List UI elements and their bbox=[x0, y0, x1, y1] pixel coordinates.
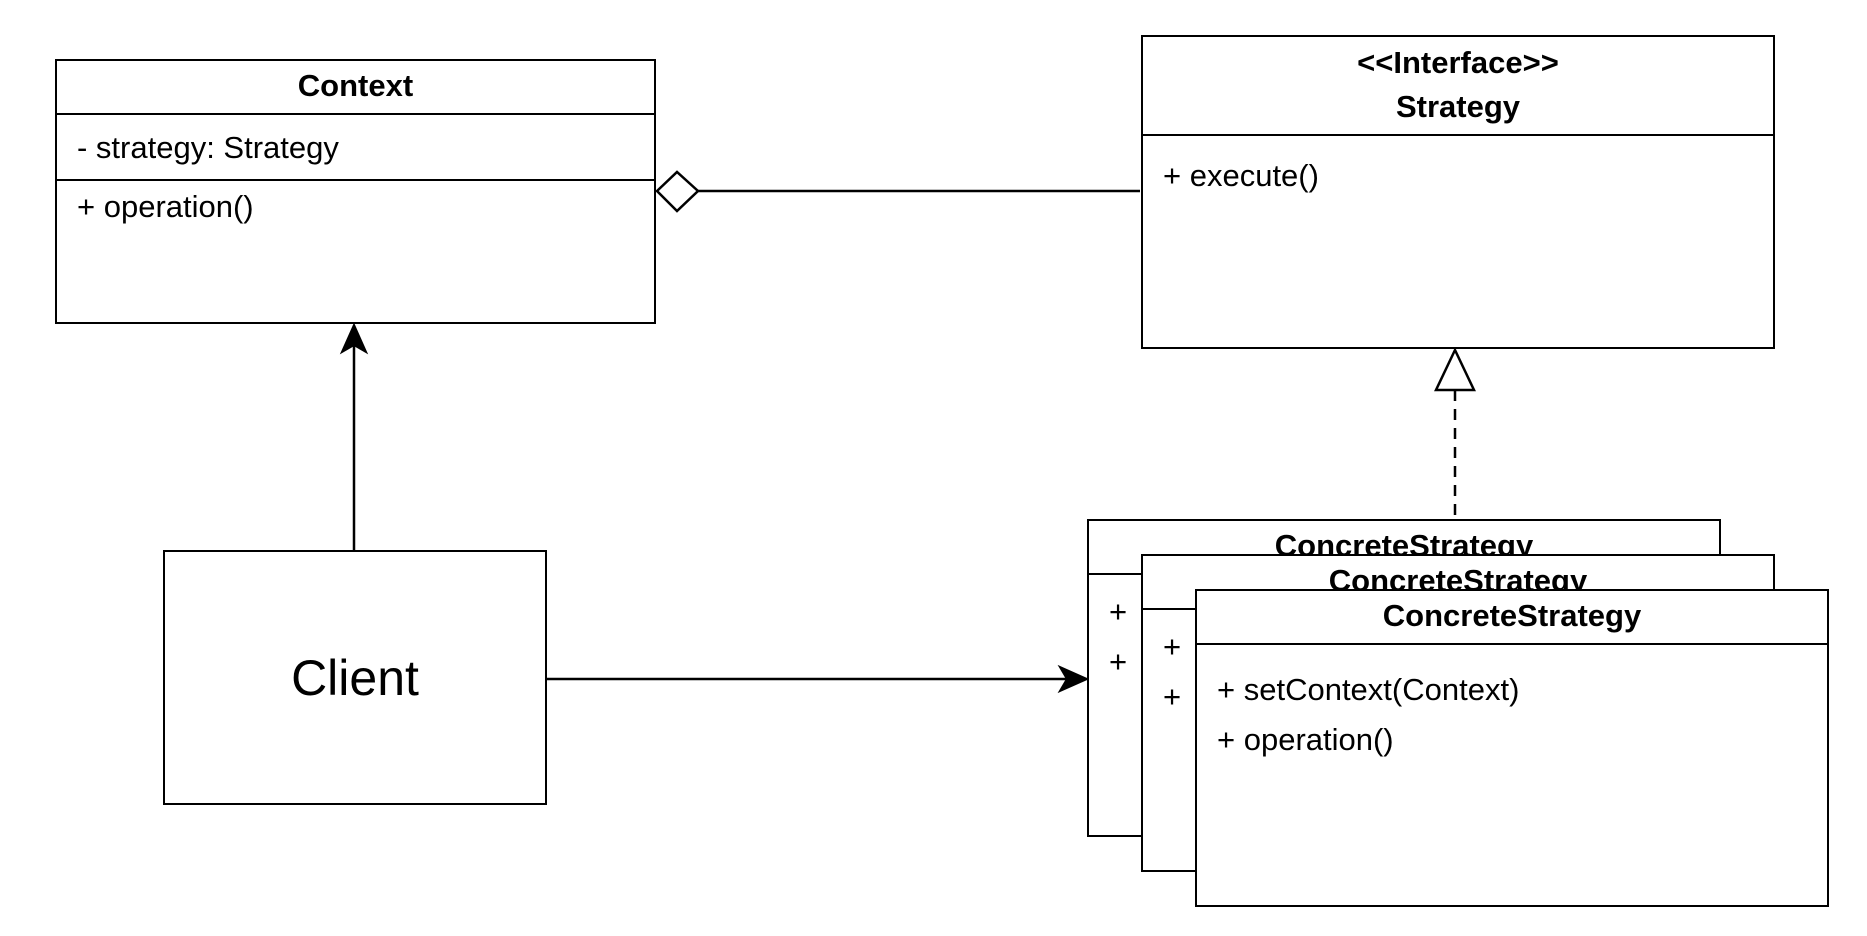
concrete-strategy-name: ConcreteStrategy bbox=[1382, 598, 1642, 633]
context-class-header: Context bbox=[57, 61, 654, 115]
concrete-strategy-operations: + + bbox=[1089, 575, 1719, 687]
realization-triangle bbox=[1434, 347, 1476, 392]
strategy-operations: + execute() bbox=[1143, 136, 1773, 196]
concrete-strategy-operation: + bbox=[1109, 594, 1128, 629]
strategy-operation: + execute() bbox=[1163, 158, 1319, 193]
context-attributes: - strategy: Strategy bbox=[57, 115, 654, 181]
strategy-interface-header: <<Interface>> Strategy bbox=[1143, 37, 1773, 136]
client-label: Client bbox=[291, 649, 419, 706]
aggregation-diamond bbox=[655, 170, 700, 213]
concrete-strategy-operations: + setContext(Context) + operation() bbox=[1197, 645, 1827, 765]
context-attribute: - strategy: Strategy bbox=[77, 130, 339, 165]
concrete-strategy-operation: + operation() bbox=[1217, 722, 1394, 757]
concrete-strategy-operations: + + bbox=[1143, 610, 1773, 722]
context-operations: + operation() bbox=[57, 181, 654, 227]
concrete-strategy-operation: + setContext(Context) bbox=[1217, 672, 1520, 707]
concrete-strategy-operation: + bbox=[1163, 629, 1182, 664]
concrete-strategy-class-front[interactable]: ConcreteStrategy + setContext(Context) +… bbox=[1195, 589, 1829, 907]
concrete-strategy-operation: + bbox=[1109, 644, 1128, 679]
client-to-context-arrowhead bbox=[339, 322, 369, 355]
context-class[interactable]: Context - strategy: Strategy + operation… bbox=[55, 59, 656, 324]
concrete-strategy-header: ConcreteStrategy bbox=[1197, 591, 1827, 645]
strategy-class-name: Strategy bbox=[1395, 89, 1521, 124]
context-operation: + operation() bbox=[77, 189, 254, 224]
client-box[interactable]: Client bbox=[163, 550, 547, 805]
strategy-interface-class[interactable]: <<Interface>> Strategy + execute() bbox=[1141, 35, 1775, 349]
concrete-strategy-operation: + bbox=[1163, 679, 1182, 714]
strategy-stereotype: <<Interface>> bbox=[1357, 45, 1559, 80]
client-to-concrete-arrowhead bbox=[1057, 664, 1090, 694]
context-class-name: Context bbox=[297, 68, 414, 103]
